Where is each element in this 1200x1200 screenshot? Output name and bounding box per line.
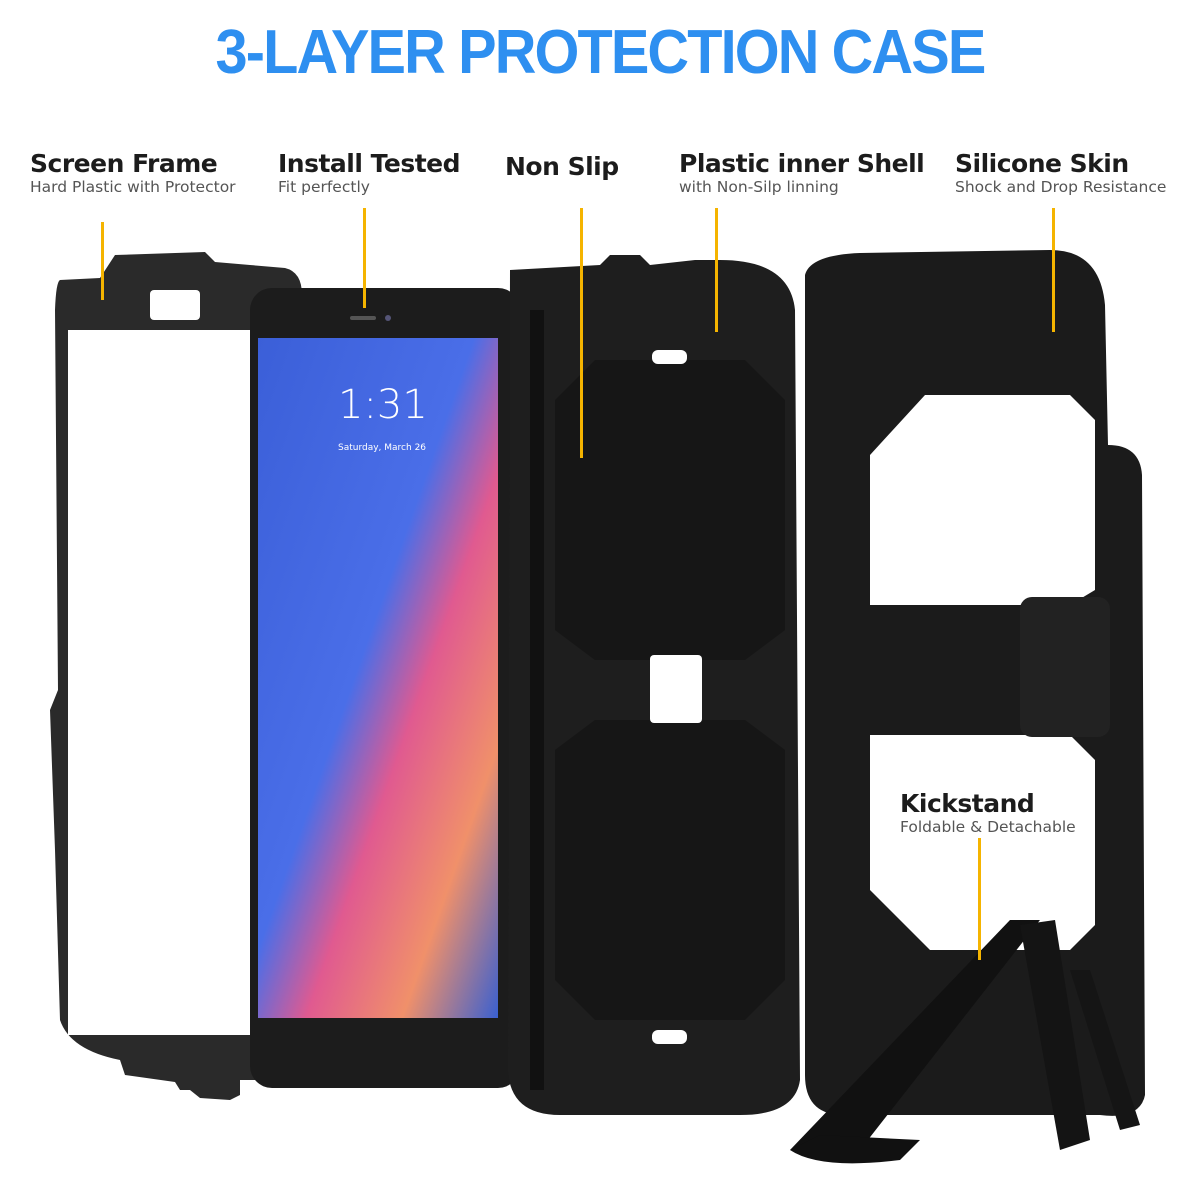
label-heading: Install Tested xyxy=(278,149,461,178)
kickstand-image xyxy=(780,880,1180,1180)
tablet-clock: 1:31 xyxy=(338,382,428,428)
pointer-line-kickstand xyxy=(978,838,981,960)
page-title: 3-LAYER PROTECTION CASE xyxy=(215,18,987,87)
pointer-line-plastic-inner-shell xyxy=(715,208,718,332)
pointer-line-install-tested xyxy=(363,208,366,308)
label-heading: Screen Frame xyxy=(30,149,218,178)
label-plastic-inner-shell: Plastic inner Shell with Non-Silp linnin… xyxy=(679,149,925,196)
label-kickstand: Kickstand Foldable & Detachable xyxy=(900,790,1076,836)
label-subtitle: Fit perfectly xyxy=(278,177,370,196)
pointer-line-silicone-skin xyxy=(1052,208,1055,332)
label-subtitle: Hard Plastic with Protector xyxy=(30,177,236,196)
label-heading: Silicone Skin xyxy=(955,149,1129,178)
label-heading: Non Slip xyxy=(505,152,619,181)
screen-frame-image xyxy=(40,250,320,1130)
inner-shell-image xyxy=(500,250,810,1130)
pointer-line-non-slip xyxy=(580,208,583,458)
pointer-line-screen-frame xyxy=(101,222,104,300)
label-install-tested: Install Tested Fit perfectly xyxy=(278,149,461,196)
label-screen-frame: Screen Frame Hard Plastic with Protector xyxy=(30,150,236,196)
label-non-slip: Non Slip xyxy=(505,153,619,181)
silicone-skin-image xyxy=(800,245,1160,1125)
label-subtitle: Foldable & Detachable xyxy=(900,817,1076,836)
label-heading: Kickstand xyxy=(900,789,1035,818)
label-heading: Plastic inner Shell xyxy=(679,149,925,178)
tablet-date: Saturday, March 26 xyxy=(338,443,427,453)
label-subtitle: Shock and Drop Resistance xyxy=(955,177,1167,196)
tablet-image xyxy=(240,278,530,1098)
label-subtitle: with Non-Silp linning xyxy=(679,177,839,196)
label-silicone-skin: Silicone Skin Shock and Drop Resistance xyxy=(955,150,1166,196)
